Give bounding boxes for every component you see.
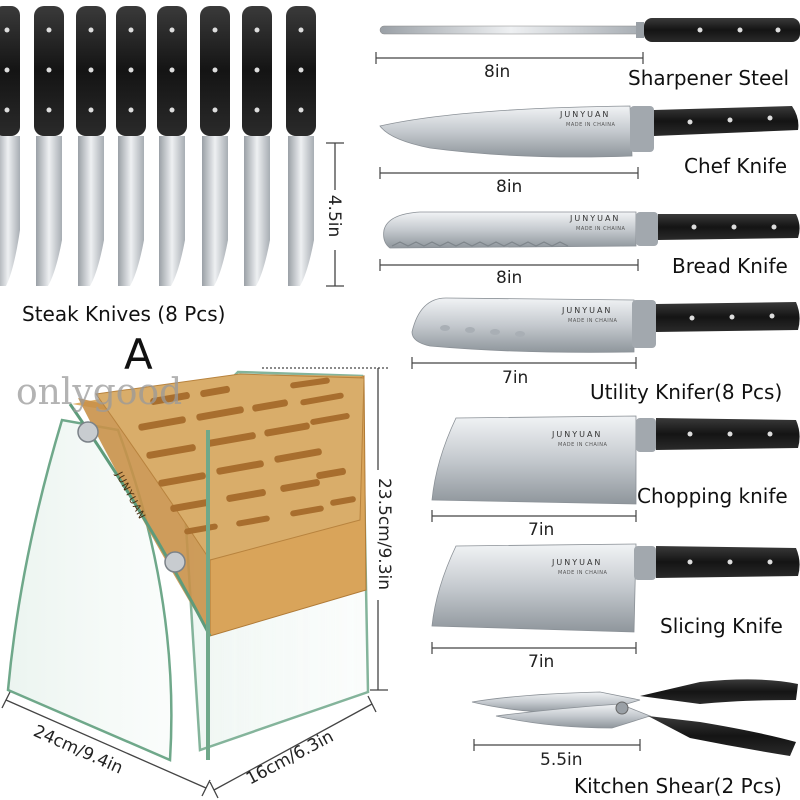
bread-dim: 8in	[496, 268, 523, 288]
steak-knife	[34, 6, 64, 286]
steak-knife	[0, 6, 20, 286]
chef-label: Chef Knife	[684, 154, 788, 178]
kitchen-shear	[471, 679, 798, 756]
steak-knife	[200, 6, 230, 286]
steak-knife	[76, 6, 106, 286]
utility-knife	[411, 297, 800, 353]
bread-made: MADE IN CHAINA	[576, 226, 626, 232]
shear-dim: 5.5in	[540, 750, 583, 770]
chopping-label: Chopping knife	[637, 484, 788, 508]
utility-brand: JUNYUAN	[562, 306, 613, 315]
steak-knives	[0, 6, 316, 286]
block-slots	[138, 377, 356, 535]
sharpener-dim: 8in	[484, 62, 511, 82]
block-width-dimension	[1, 691, 211, 797]
steak-knife	[242, 6, 272, 286]
slicing-label: Slicing Knife	[660, 614, 783, 638]
steak-knife	[286, 6, 316, 286]
bolt	[77, 421, 99, 443]
bread-knife	[383, 211, 800, 249]
slicing-brand: JUNYUAN	[552, 558, 603, 567]
chopping-dim: 7in	[528, 520, 555, 540]
utility-label: Utility Knifer(8 Pcs)	[590, 380, 783, 404]
bolt	[164, 551, 186, 573]
slicing-dim: 7in	[528, 652, 555, 672]
utility-made: MADE IN CHAINA	[568, 318, 618, 324]
sharpener-label: Sharpener Steel	[628, 66, 790, 90]
block-letter: A	[124, 330, 153, 379]
steak-height-label: 4.5in	[324, 194, 344, 238]
chopping-knife	[431, 415, 800, 505]
chopping-made: MADE IN CHAINA	[558, 442, 608, 448]
bread-label: Bread Knife	[672, 254, 788, 278]
steak-height-dimension	[326, 142, 344, 287]
chopping-brand: JUNYUAN	[552, 430, 603, 439]
bread-brand: JUNYUAN	[570, 214, 621, 223]
shear-label: Kitchen Shear(2 Pcs)	[574, 774, 782, 798]
watermark: onlygood	[16, 372, 183, 413]
chef-knife	[379, 105, 799, 158]
steak-knives-label: Steak Knives (8 Pcs)	[22, 302, 226, 326]
block-depth-dimension	[209, 695, 377, 799]
chef-brand: JUNYUAN	[560, 110, 611, 119]
slicing-made: MADE IN CHAINA	[558, 570, 608, 576]
knife-block	[1, 367, 388, 799]
steak-knife	[116, 6, 146, 286]
slicing-knife	[431, 543, 800, 633]
chef-made: MADE IN CHAINA	[566, 122, 616, 128]
chef-dim: 8in	[496, 177, 523, 197]
sharpener-steel	[379, 18, 800, 42]
steak-knife	[157, 6, 187, 286]
block-height-dimension	[262, 367, 388, 691]
block-height-label: 23.5cm/9.3in	[374, 477, 394, 591]
utility-dim: 7in	[502, 368, 529, 388]
